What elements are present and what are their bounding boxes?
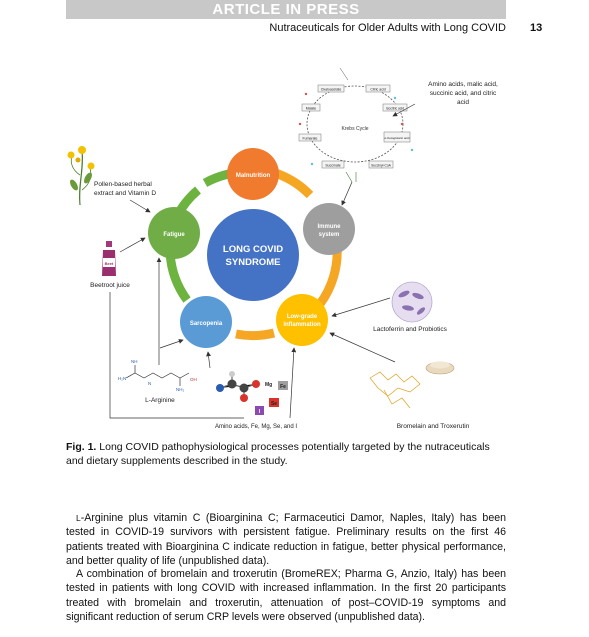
pollen-label-1: Pollen-based herbal: [94, 181, 152, 188]
pollen-flower-image: [67, 146, 95, 206]
krebs-succinyl-coa: Succinyl-CoA: [371, 164, 392, 168]
svg-text:NH₂: NH₂: [176, 387, 184, 392]
krebs-citric-acid: Citric acid: [370, 88, 385, 92]
svg-text:OH: OH: [190, 377, 197, 382]
caption-text: Long COVID pathophysiological processes …: [66, 441, 490, 467]
krebs-box-fumarate: [298, 133, 322, 142]
krebs-supplements-3: acid: [457, 99, 469, 106]
i-label: I: [259, 409, 261, 415]
arrows: [109, 103, 416, 419]
krebs-ketoglutaric-acid: α-Ketoglutaric acid: [385, 136, 410, 140]
fe-label: Fe: [280, 384, 286, 390]
probiotics-image: [391, 281, 433, 323]
pollen-label-2: extract and Vitamin D: [94, 190, 156, 197]
se-label: Se: [271, 401, 277, 407]
running-title: Nutraceuticals for Older Adults with Lon…: [269, 22, 506, 34]
beet-bottle-label: Beet: [105, 261, 114, 266]
label-sarcopenia: Sarcopenia: [190, 321, 223, 327]
bromelain-image: [369, 361, 455, 409]
node-sarcopenia: [180, 296, 232, 348]
node-fatigue: [148, 207, 200, 259]
krebs-box-isocitric: [382, 103, 408, 112]
article-in-press-banner: ARTICLE IN PRESS: [66, 0, 506, 19]
se-tile: [269, 398, 279, 407]
amino-acid-molecule-image: [216, 371, 260, 402]
label-inflammation-1: Low-grade: [287, 314, 318, 320]
beetroot-label: Beetroot juice: [90, 282, 130, 289]
krebs-isocitric-acid: Isocitric acid: [386, 107, 404, 111]
l-arginine-structure-image: [125, 365, 190, 386]
krebs-cycle-diagram: Oxaloacetate Citric acid Isocitric acid …: [298, 67, 414, 183]
svg-text:N: N: [148, 381, 151, 386]
krebs-box-malate: [301, 103, 321, 112]
center-label-2: SYNDROME: [226, 257, 281, 268]
krebs-supplements-1: Amino acids, malic acid,: [428, 81, 498, 88]
fe-tile: [278, 381, 288, 390]
krebs-box-ketoglutaric: [383, 131, 411, 143]
paragraph-bromelain: A combination of bromelain and troxeruti…: [66, 568, 506, 624]
label-fatigue: Fatigue: [163, 232, 185, 238]
krebs-cycle-title: Krebs Cycle: [342, 126, 369, 132]
node-low-grade-inflammation: [276, 294, 328, 346]
krebs-oxaloacetate: Oxaloacetate: [321, 88, 342, 92]
label-malnutrition: Malnutrition: [236, 173, 271, 179]
krebs-supplements-2: succinic acid, and citric: [430, 90, 497, 97]
krebs-malate: Malate: [306, 107, 317, 111]
center-node: [207, 209, 299, 301]
label-immune-2: system: [319, 232, 340, 238]
label-inflammation-2: inflammation: [283, 322, 321, 328]
krebs-fumarate: Fumarate: [303, 137, 318, 141]
krebs-succinate: Succinate: [325, 164, 340, 168]
i-tile: [255, 406, 264, 415]
caption-label: Fig. 1.: [66, 441, 97, 453]
svg-text:NH: NH: [131, 359, 138, 364]
node-malnutrition: [227, 148, 279, 200]
paragraph-l-arginine: L-Arginine plus vitamin C (Bioarginina C…: [66, 511, 506, 569]
lactoferrin-label: Lactoferrin and Probiotics: [373, 326, 447, 333]
figure-1-diagram: LONG COVID SYNDROME Malnutrition Immune …: [67, 67, 498, 430]
svg-text:H₂N: H₂N: [118, 376, 126, 381]
node-immune-system: [303, 203, 355, 255]
bromelain-label: Bromelain and Troxerutin: [397, 423, 470, 430]
amino-minerals-label: Amino acids, Fe, Mg, Se, and I: [215, 424, 297, 430]
page-number: 13: [530, 22, 543, 34]
beetroot-juice-bottle-image: Beet: [102, 241, 116, 276]
smallcaps-l: L: [76, 513, 81, 523]
center-label-1: LONG COVID: [223, 244, 283, 255]
paragraph-1-text: -Arginine plus vitamin C (Bioarginina C;…: [66, 512, 506, 568]
krebs-box-succinyl: [368, 160, 394, 169]
krebs-box-succinate: [321, 160, 345, 169]
figure-caption: Fig. 1. Long COVID pathophysiological pr…: [66, 440, 506, 468]
mg-label: Mg: [265, 382, 272, 388]
krebs-box-citric: [365, 84, 391, 93]
label-immune-1: Immune: [317, 224, 341, 230]
krebs-box-oxaloacetate: [317, 84, 345, 93]
l-arginine-label: L-Arginine: [145, 397, 175, 404]
